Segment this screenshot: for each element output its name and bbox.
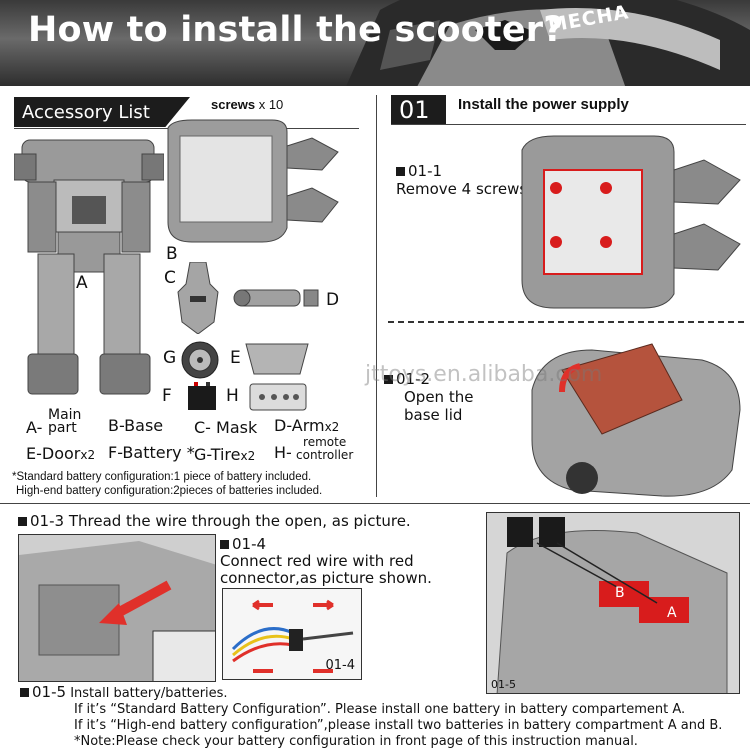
vertical-divider bbox=[376, 95, 377, 497]
photo-label-01-4: 01-4 bbox=[325, 658, 355, 673]
battery-compartment-a: A bbox=[667, 605, 677, 621]
substep-01-3: 01-3 Thread the wire through the open, a… bbox=[18, 512, 411, 530]
part-letter-f: F bbox=[162, 386, 172, 406]
part-b-base bbox=[167, 119, 339, 243]
legend-g-qty: x2 bbox=[240, 449, 256, 463]
part-letter-d: D bbox=[326, 290, 340, 310]
accessory-list-title: Accessory List bbox=[14, 97, 190, 127]
substep-01-2-line1: Open the bbox=[404, 388, 474, 406]
legend-f-name: F-Battery bbox=[108, 443, 182, 462]
part-letter-c: C bbox=[164, 268, 176, 288]
screws-count: screws x 10 bbox=[211, 97, 283, 112]
step-divider bbox=[391, 124, 746, 125]
substep-01-1-id: 01-1 bbox=[408, 162, 443, 180]
substep-01-5-line2: If it’s “Standard Battery Configuration”… bbox=[74, 702, 686, 717]
part-g-tire bbox=[181, 341, 219, 379]
substep-01-5-line3: If it’s “High-end battery configuration”… bbox=[74, 718, 723, 733]
screws-label: screws bbox=[211, 97, 256, 112]
part-h-remote bbox=[249, 383, 307, 411]
substep-01-4: 01-4 Connect red wire with red connector… bbox=[220, 536, 432, 587]
part-letter-g: G bbox=[163, 348, 177, 368]
square-bullet-icon bbox=[220, 540, 229, 549]
base-screws-image bbox=[521, 135, 741, 309]
substep-01-1: 01-1 Remove 4 screws bbox=[396, 162, 527, 198]
legend-f: F-Battery * bbox=[108, 443, 195, 462]
photo-label-01-5: 01-5 bbox=[491, 678, 516, 691]
part-letter-b: B bbox=[166, 244, 178, 264]
legend-b: B-Base bbox=[108, 416, 164, 435]
horizontal-divider bbox=[0, 503, 750, 504]
part-f-battery bbox=[188, 382, 216, 410]
substep-01-4-id: 01-4 bbox=[232, 535, 267, 553]
robot-head-image bbox=[346, 0, 750, 86]
square-bullet-icon bbox=[396, 167, 405, 176]
legend-h-name: remote controller bbox=[296, 436, 353, 462]
part-letter-a: A bbox=[76, 273, 88, 293]
part-a-main-robot bbox=[14, 139, 164, 395]
substep-01-2-line2: base lid bbox=[404, 406, 463, 424]
legend-h-name-2: controller bbox=[296, 448, 354, 462]
battery-compartment-b: B bbox=[615, 585, 625, 601]
connector-photo: 01-4 bbox=[222, 588, 362, 680]
part-letter-e: E bbox=[230, 348, 241, 368]
dashed-divider bbox=[388, 321, 744, 323]
substep-01-5: 01-5 Install battery/batteries. If it’s … bbox=[20, 684, 722, 750]
legend-e: E-Doorx2 bbox=[26, 444, 95, 463]
substep-01-4-line2: connector,as picture shown. bbox=[220, 569, 432, 587]
open-lid-image bbox=[531, 343, 741, 497]
page-title: How to install the scooter? bbox=[28, 10, 564, 50]
header-banner: How to install the scooter? MECHA bbox=[0, 0, 750, 86]
wire-thread-photo bbox=[18, 534, 216, 682]
legend-a-name-1: Main bbox=[48, 407, 82, 423]
part-e-door bbox=[245, 343, 309, 375]
square-bullet-icon bbox=[18, 517, 27, 526]
note-standard: *Standard battery configuration:1 piece … bbox=[12, 471, 312, 483]
legend-d-qty: x2 bbox=[324, 420, 340, 434]
square-bullet-icon bbox=[20, 688, 29, 697]
battery-notes: *Standard battery configuration:1 piece … bbox=[12, 470, 322, 498]
legend-f-mark: * bbox=[186, 443, 195, 462]
note-highend: High-end battery configuration:2pieces o… bbox=[16, 485, 323, 497]
substep-01-3-id: 01-3 bbox=[30, 512, 65, 530]
square-bullet-icon bbox=[384, 375, 393, 384]
legend-g-name: G-Tire bbox=[194, 445, 241, 464]
substep-01-2-id: 01-2 bbox=[396, 370, 431, 388]
legend-a-name-2: part bbox=[48, 420, 77, 436]
part-d-arm bbox=[233, 289, 319, 307]
substep-01-2: 01-2 Open the base lid bbox=[384, 370, 473, 424]
legend-h-name-1: remote bbox=[303, 435, 347, 449]
step-number-box: 01 bbox=[391, 95, 446, 124]
substep-01-4-line1: Connect red wire with red bbox=[220, 552, 414, 570]
substep-01-1-text: Remove 4 screws bbox=[396, 180, 528, 198]
legend-a-prefix: A- bbox=[26, 418, 43, 437]
battery-install-photo: B A 01-5 bbox=[486, 512, 740, 694]
legend-d: D-Armx2 bbox=[274, 416, 339, 435]
legend-e-name: E-Door bbox=[26, 444, 81, 463]
legend-e-qty: x2 bbox=[80, 448, 96, 462]
part-letter-h: H bbox=[226, 386, 239, 406]
legend-d-name: D-Arm bbox=[274, 416, 325, 435]
substep-01-3-text: Thread the wire through the open, as pic… bbox=[68, 512, 411, 530]
substep-01-5-line1: Install battery/batteries. bbox=[70, 686, 228, 701]
legend-g: G-Tirex2 bbox=[194, 445, 255, 464]
watermark: jttoys.en.alibaba.com bbox=[365, 362, 603, 387]
legend-a-name: Main part bbox=[22, 407, 82, 436]
step-title: Install the power supply bbox=[458, 96, 629, 113]
legend-h-prefix: H- bbox=[274, 443, 292, 462]
screws-qty: x 10 bbox=[258, 97, 284, 112]
part-c-mask bbox=[177, 262, 219, 334]
legend-c: C- Mask bbox=[194, 418, 258, 437]
substep-01-5-id: 01-5 bbox=[32, 683, 67, 701]
substep-01-5-line4: *Note:Please check your battery configur… bbox=[74, 734, 638, 749]
